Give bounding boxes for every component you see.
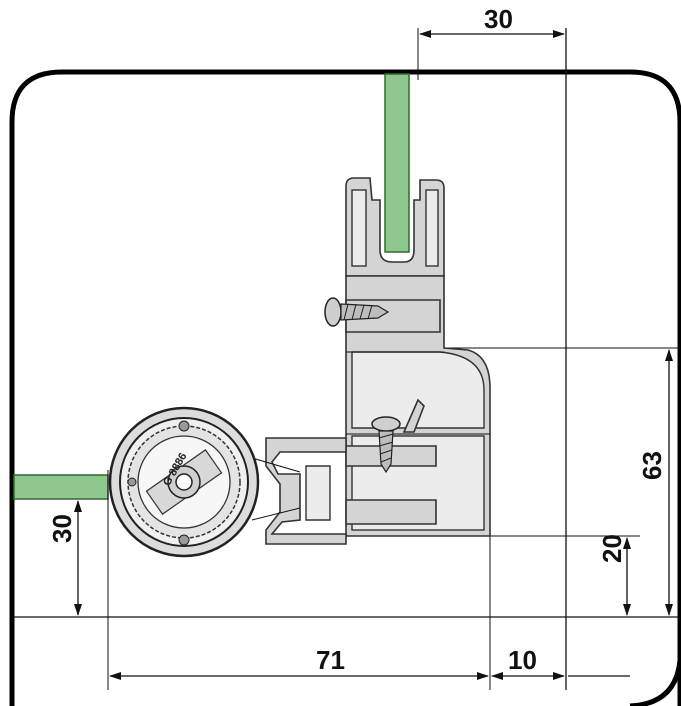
screw-upper bbox=[324, 297, 390, 327]
upper-glazing-clamp bbox=[345, 177, 445, 277]
frame-bottom-corner bbox=[629, 659, 681, 706]
dim-right-63: 63 bbox=[637, 451, 667, 480]
rotating-hub: G 8886 bbox=[108, 406, 260, 558]
dim-bottom-10: 10 bbox=[508, 645, 537, 675]
screw-lower bbox=[371, 416, 401, 474]
dim-bottom-71: 71 bbox=[316, 645, 345, 675]
hub-bracket bbox=[251, 437, 347, 545]
glass-panel-vertical bbox=[384, 73, 410, 253]
dim-right-20: 20 bbox=[597, 534, 627, 563]
glass-panel-horizontal bbox=[13, 474, 109, 500]
dim-left-30: 30 bbox=[47, 514, 77, 543]
frame-outline bbox=[9, 69, 681, 706]
dim-top-30: 30 bbox=[484, 4, 513, 34]
